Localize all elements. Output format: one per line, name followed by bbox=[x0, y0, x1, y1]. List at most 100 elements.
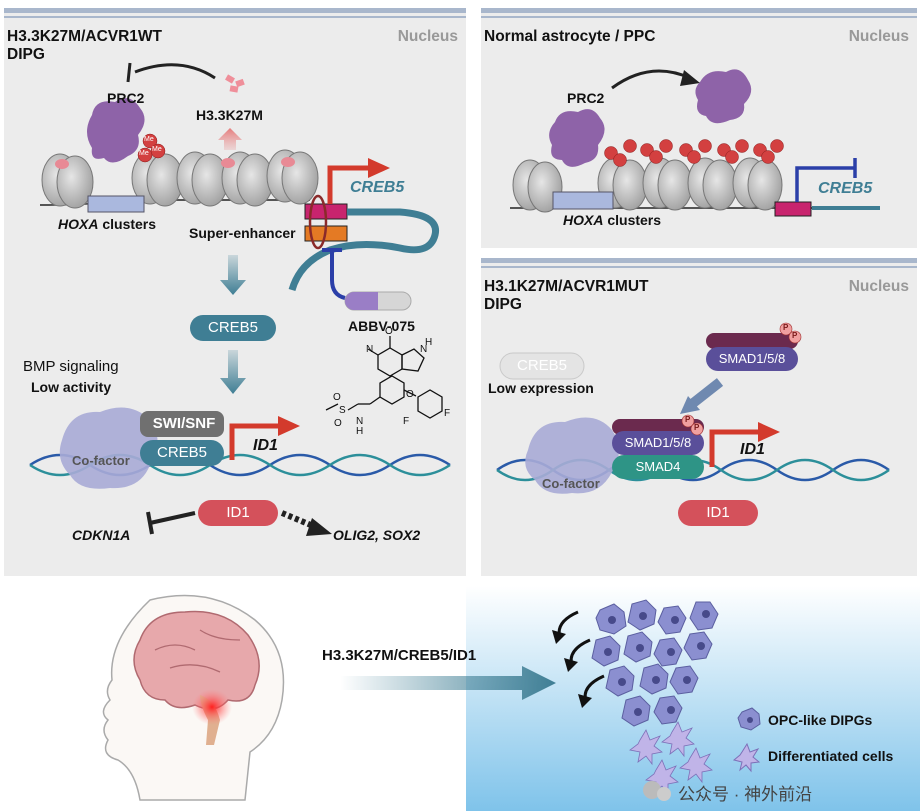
cofactor-left bbox=[59, 407, 158, 489]
phospho-top bbox=[779, 322, 802, 344]
nucleus-border bbox=[481, 258, 917, 263]
nucleus-border bbox=[4, 8, 466, 13]
id1-protein-label: ID1 bbox=[226, 504, 250, 521]
creb5-gene-label: CREB5 bbox=[350, 179, 405, 196]
nucleus-border-inner bbox=[481, 266, 917, 268]
svg-text:O: O bbox=[334, 418, 342, 429]
prc2-label: PRC2 bbox=[107, 90, 145, 106]
down-arrow-2 bbox=[220, 350, 246, 394]
phospho-label: P bbox=[783, 323, 789, 332]
nucleus-border bbox=[481, 8, 917, 13]
panel-title: Normal astrocyte / PPC bbox=[484, 28, 656, 45]
svg-text:N: N bbox=[420, 344, 427, 355]
watermark: 公众号 · 神外前沿 bbox=[678, 785, 813, 804]
chromatin-loop bbox=[288, 208, 440, 292]
svg-text:H: H bbox=[356, 426, 363, 437]
phospho-label: P bbox=[694, 423, 700, 432]
methyl-marks-left bbox=[137, 133, 166, 163]
hoxa-rest: clusters bbox=[98, 216, 157, 232]
down-arrow-1 bbox=[220, 255, 246, 295]
smad158-pill bbox=[612, 431, 704, 455]
prc2-complex bbox=[87, 98, 145, 163]
legend-opc-label: OPC-like DIPGs bbox=[768, 712, 873, 728]
svg-text:F: F bbox=[403, 416, 409, 427]
phospho-label: P bbox=[685, 415, 691, 424]
opc-like-cells bbox=[591, 599, 719, 727]
low-expression-label: Low expression bbox=[488, 380, 594, 396]
nucleus-border-inner bbox=[4, 16, 466, 18]
creb5-protein-pill: CREB5 bbox=[190, 315, 276, 341]
creb5-promoter-arrow bbox=[327, 165, 370, 204]
legend-diff-label: Differentiated cells bbox=[768, 748, 894, 764]
hoxa-label-tr: HOXA clusters bbox=[563, 212, 661, 228]
prc2-complex-tr2 bbox=[695, 69, 752, 124]
swi-snf-label: SWI/SNF bbox=[152, 415, 216, 432]
smad158-top-pill bbox=[706, 347, 798, 371]
abbv-075-structure bbox=[325, 336, 443, 419]
hoxa-rest: clusters bbox=[603, 212, 662, 228]
methyl-marks-tr bbox=[604, 139, 784, 167]
super-enhancer-label: Super-enhancer bbox=[189, 225, 296, 241]
cofactor-label: Co-factor bbox=[72, 453, 130, 468]
hoxa-label: HOXA clusters bbox=[58, 216, 156, 232]
svg-text:N: N bbox=[356, 416, 363, 427]
panel-title: H3.3K27M/ACVR1WT DIPG bbox=[7, 28, 163, 63]
smad4-label: SMAD4 bbox=[635, 459, 681, 474]
svg-text:F: F bbox=[444, 408, 450, 419]
phospho-label: P bbox=[792, 331, 798, 340]
svg-text:H: H bbox=[425, 337, 432, 348]
wechat-icon bbox=[643, 781, 661, 799]
svg-text:S: S bbox=[339, 405, 346, 416]
smad158-top-label: SMAD1/5/8 bbox=[718, 351, 786, 366]
prc2-inhibit-arrow bbox=[134, 63, 216, 80]
svg-text:O: O bbox=[333, 392, 341, 403]
prc2-move-arrow bbox=[611, 69, 691, 90]
cofactor-br bbox=[525, 417, 619, 494]
olig2-sox2-label: OLIG2, SOX2 bbox=[333, 527, 421, 543]
smad4-pill bbox=[612, 455, 704, 479]
creb5-faded-pill bbox=[499, 352, 585, 380]
nucleosomes-tr bbox=[512, 157, 783, 213]
id1-protein-label-br: ID1 bbox=[706, 504, 730, 521]
id1-protein bbox=[198, 500, 278, 526]
id1-protein-br bbox=[678, 500, 758, 526]
nucleus-border-inner bbox=[481, 16, 917, 18]
pathway-label: H3.3K27M/CREB5/ID1 bbox=[322, 647, 477, 664]
nucleus-label: Nucleus bbox=[848, 28, 909, 45]
tumor-glow bbox=[192, 689, 232, 725]
hoxa-italic: HOXA bbox=[58, 216, 99, 232]
id1-promoter-arrow-br bbox=[709, 429, 760, 467]
abbv-inhibit bbox=[330, 252, 346, 300]
me-label: Me bbox=[139, 150, 149, 157]
smad158-label: SMAD1/5/8 bbox=[624, 435, 692, 450]
creb5-gene-label-tr: CREB5 bbox=[818, 180, 873, 197]
svg-text:N: N bbox=[366, 344, 373, 355]
creb5-inhibit-tr bbox=[795, 166, 855, 202]
h33k27m-label: H3.3K27M bbox=[196, 107, 263, 123]
id1-gene-label-br: ID1 bbox=[740, 441, 765, 458]
swi-snf-box bbox=[140, 411, 224, 437]
nucleus-label: Nucleus bbox=[397, 28, 458, 45]
nucleus-label: Nucleus bbox=[848, 278, 909, 295]
h33k27m-fragments bbox=[225, 74, 245, 93]
creb5-dna-label: CREB5 bbox=[156, 444, 208, 461]
low-activity-label: Low activity bbox=[31, 379, 112, 395]
id1-promoter-arrow bbox=[229, 423, 280, 460]
differentiated-cells bbox=[629, 721, 713, 796]
cofactor-label-br: Co-factor bbox=[542, 476, 600, 491]
svg-text:O: O bbox=[385, 326, 393, 337]
hoxa-box bbox=[87, 195, 145, 213]
me-label: Me bbox=[144, 136, 154, 143]
cdkn1a-label: CDKN1A bbox=[72, 527, 131, 543]
creb5-promoter-tr bbox=[774, 201, 812, 217]
me-label: Me bbox=[152, 146, 162, 153]
hoxa-italic: HOXA bbox=[563, 212, 604, 228]
id1-gene-label: ID1 bbox=[253, 437, 278, 454]
svg-text:O: O bbox=[406, 389, 414, 400]
hoxa-box-tr bbox=[552, 191, 614, 210]
creb5-faded-label: CREB5 bbox=[516, 357, 568, 374]
prc2-label-tr: PRC2 bbox=[567, 90, 605, 106]
up-arrow bbox=[218, 128, 242, 150]
prc2-complex-tr bbox=[549, 109, 605, 167]
